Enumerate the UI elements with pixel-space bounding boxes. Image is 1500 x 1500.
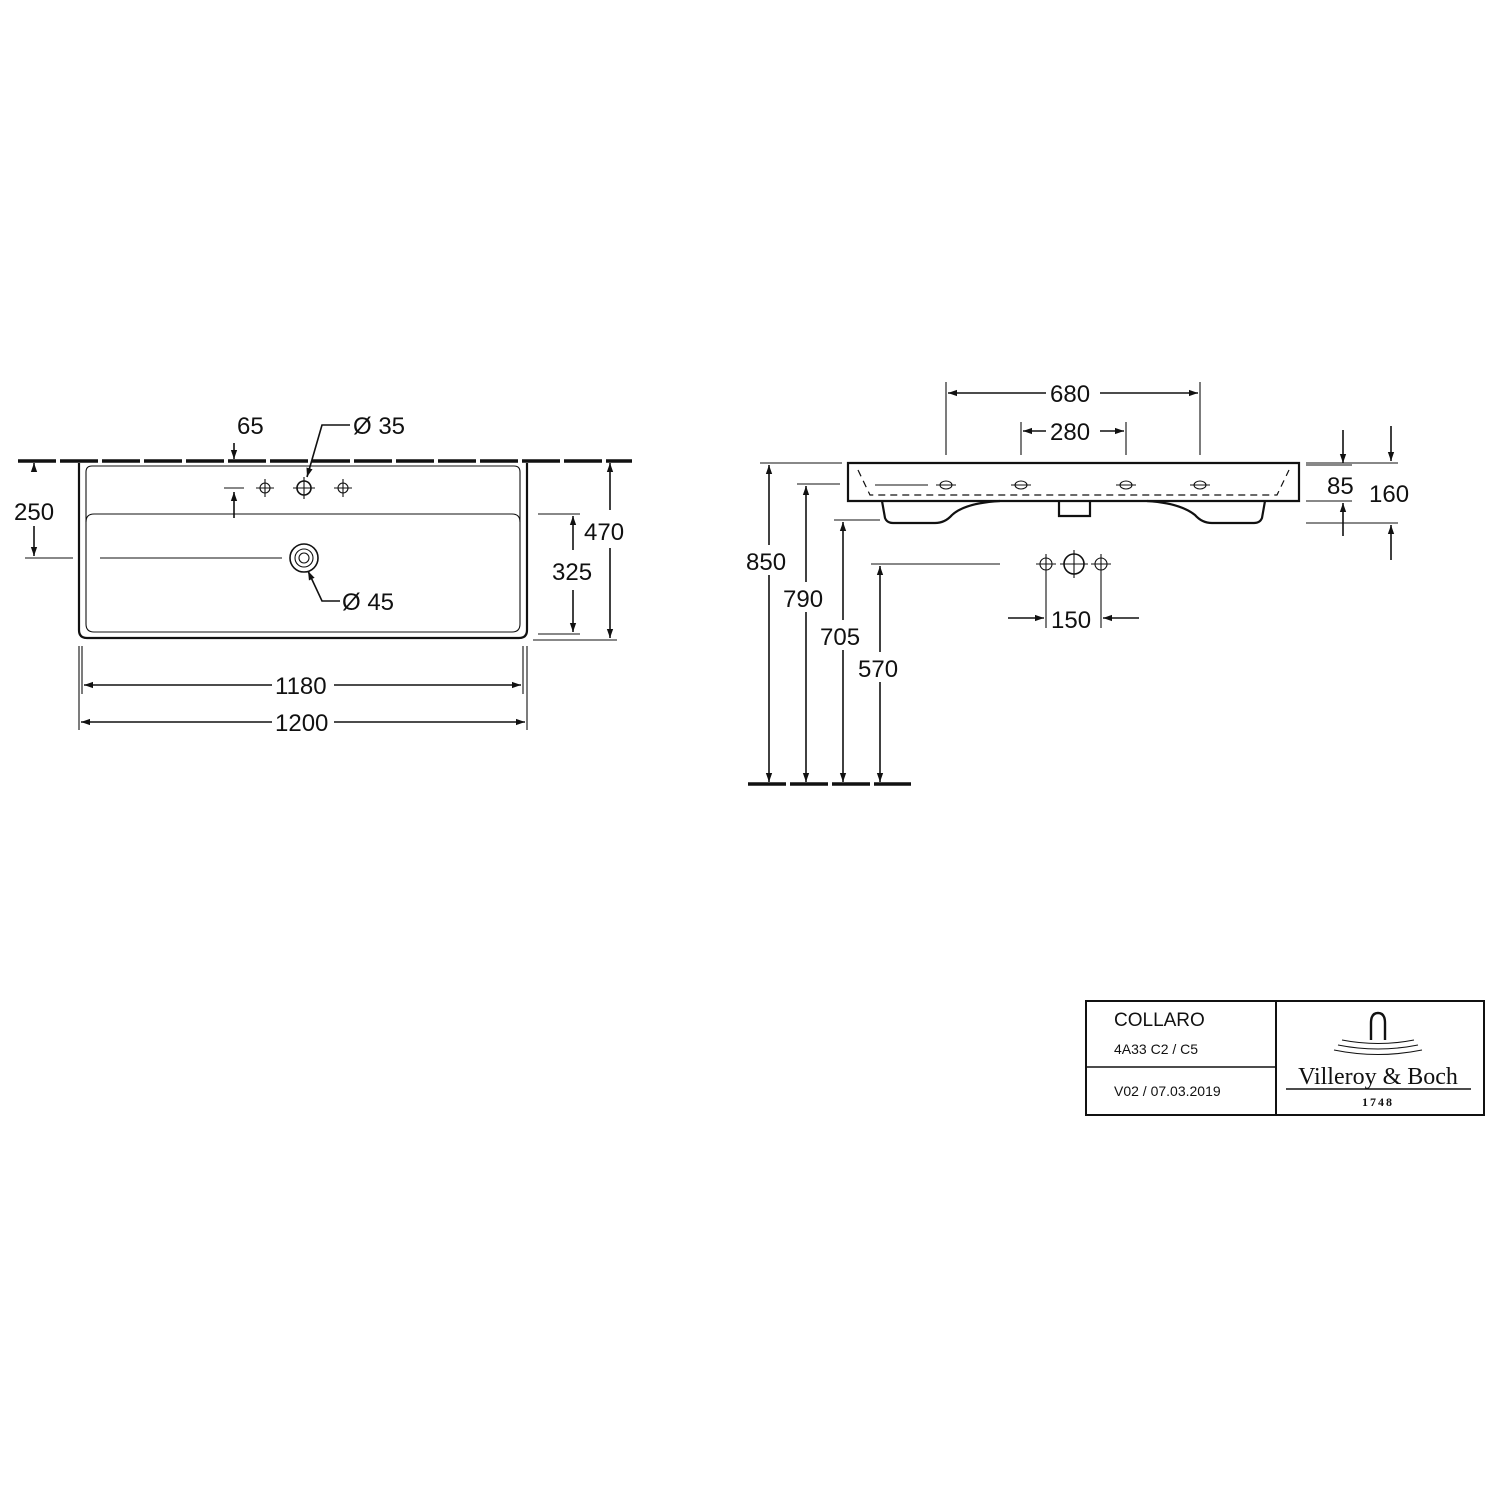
title-block-product: COLLARO: [1114, 1010, 1205, 1031]
side-basin-hidden-bowl: [857, 469, 1290, 496]
dim-hole-spacing: 280: [1050, 419, 1090, 446]
tap-hole-left: [256, 479, 274, 497]
side-support-right: [1146, 499, 1267, 525]
basin-bowl-edge: [85, 513, 521, 523]
side-support-left: [880, 499, 1001, 525]
tap-hole-right: [334, 479, 352, 497]
side-view: 680 280 85 160 850 790 7: [746, 381, 1409, 786]
dim-inner-width: 1180: [275, 673, 327, 700]
leader-tap-hole: [306, 424, 350, 478]
side-hole-3: [1116, 480, 1136, 490]
basin-outline: [77, 463, 529, 640]
faucet-icon: [1369, 1011, 1387, 1040]
dim-drain-hole: Ø 45: [342, 589, 394, 616]
dim-height-570: 570: [858, 656, 898, 683]
valve-hole-right: [1091, 554, 1111, 574]
leader-drain-hole: [307, 570, 340, 602]
dim-tap-offset: 65: [237, 413, 264, 440]
side-basin-body: [846, 461, 1301, 503]
title-block-version: V02 / 07.03.2019: [1114, 1083, 1221, 1099]
villeroy-boch-logo: Villeroy & Boch 1748: [1286, 1011, 1471, 1109]
side-hole-1: [936, 480, 956, 490]
dim-height-705: 705: [820, 624, 860, 651]
dim-overall-depth: 470: [584, 519, 624, 546]
valve-hole-center: [1060, 550, 1088, 578]
title-block-code: 4A33 C2 / C5: [1114, 1041, 1198, 1057]
dim-height-850: 850: [746, 549, 786, 576]
title-block-frame: [1085, 1000, 1485, 1116]
tap-hole-center: [293, 477, 315, 499]
side-hole-4: [1190, 480, 1210, 490]
valve-hole-left: [1036, 554, 1056, 574]
dim-total-height: 160: [1369, 481, 1409, 508]
dim-rim-height: 85: [1327, 473, 1354, 500]
dim-overall-width: 1200: [275, 710, 328, 737]
dim-bracket-spacing: 680: [1050, 381, 1090, 408]
title-block: COLLARO 4A33 C2 / C5 V02 / 07.03.2019 Vi…: [1085, 1000, 1485, 1116]
dim-tap-hole: Ø 35: [353, 413, 405, 440]
dim-basin-depth: 325: [552, 559, 592, 586]
basin-inner-rim: [85, 465, 521, 633]
side-hole-2: [1011, 480, 1031, 490]
dim-height-790: 790: [783, 586, 823, 613]
drain-hole: [100, 543, 319, 573]
dim-depth-to-tap: 250: [14, 499, 54, 526]
logo-year: 1748: [1362, 1095, 1394, 1109]
dim-valve-spacing: 150: [1051, 607, 1091, 634]
side-drain-outlet: [1057, 501, 1092, 518]
logo-brand-name: Villeroy & Boch: [1298, 1064, 1458, 1090]
plan-view: 65 Ø 35 Ø 45 250 470 325 1180: [14, 413, 632, 737]
